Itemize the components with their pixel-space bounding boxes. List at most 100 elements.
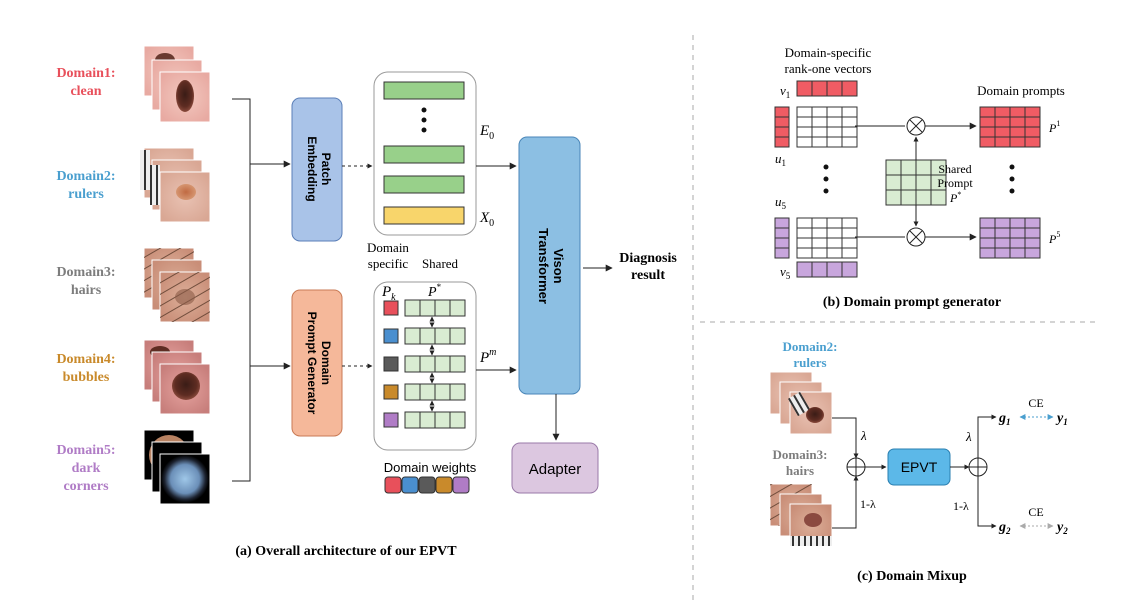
lambda-left: λ (860, 428, 867, 443)
embedding-token-n-1 (383, 145, 465, 164)
embedding-token-1 (383, 81, 465, 100)
domain5-label-line1: Domain5: (56, 443, 115, 458)
mixup-domain3-label-line1: Domain3: (773, 447, 828, 462)
mixup-hairs-image-stack (769, 483, 833, 547)
domain2-label-line2: rulers (68, 187, 104, 202)
mixup-rulers-image-stack (769, 371, 833, 435)
e0-label: E0 (479, 123, 494, 142)
domain5-label-line3: corners (63, 479, 109, 494)
adapter-block: Adapter (511, 442, 599, 494)
u5-vector (774, 217, 790, 259)
domain-specific-label-line2: specific (368, 256, 409, 271)
embedding-stack (373, 71, 477, 236)
u1-label: u1 (775, 151, 786, 168)
mixup-domain3-label-line2: hairs (786, 463, 814, 478)
prompt-stack: Pk P* (373, 281, 477, 451)
adapter-label: Adapter (529, 461, 582, 478)
domain-weight-5 (452, 476, 470, 494)
domain2-image-stack (140, 147, 211, 223)
domain-weight-1 (384, 476, 402, 494)
caption-a: (a) Overall architecture of our EPVT (235, 544, 457, 559)
domain4-label-line1: Domain4: (56, 352, 115, 367)
domain-weight-2 (401, 476, 419, 494)
u5-label: u5 (775, 194, 787, 211)
domain-weight-3 (418, 476, 436, 494)
domain3-image-stack (143, 247, 211, 323)
embedding-token-n (383, 175, 465, 194)
prompt-generator-label-line2: Prompt Generator (305, 312, 319, 415)
domain-labels: Domain1: clean Domain2: rulers Domain3: … (56, 66, 115, 494)
domain-specific-prompt-5 (383, 412, 399, 428)
domain4-image-stack (143, 339, 211, 415)
shared-prompt-row-4 (404, 383, 466, 401)
vision-transformer-block: Vison Transformer (518, 136, 581, 395)
outer-product-5 (796, 217, 858, 259)
v5-label: v5 (780, 264, 791, 281)
rank-one-title-line2: rank-one vectors (785, 61, 872, 76)
prompt-generator-label-line1: Domain (319, 341, 333, 385)
panel-a: Domain1: clean Domain2: rulers Domain3: … (56, 45, 677, 559)
domain-weight-4 (435, 476, 453, 494)
domain-specific-prompt-4 (383, 384, 399, 400)
domain-specific-prompt-3 (383, 356, 399, 372)
shared-prompt-label-line1: Shared (938, 162, 971, 176)
ce-bottom-label: CE (1028, 505, 1043, 519)
epvt-block: EPVT (887, 448, 951, 486)
domain2-label-line1: Domain2: (56, 169, 115, 184)
shared-prompt-row-2 (404, 327, 466, 345)
mixup-domain2-label-line1: Domain2: (783, 339, 838, 354)
domain-weights-label: Domain weights (384, 460, 477, 475)
v1-label: v1 (780, 83, 790, 100)
domain-specific-prompt-1 (383, 300, 399, 316)
domain-prompts-title: Domain prompts (977, 83, 1065, 98)
rank-one-title-line1: Domain-specific (785, 45, 872, 60)
oplus-to-g1-arrow (977, 414, 997, 458)
input-bracket (232, 98, 291, 482)
domain-specific-prompt-2 (383, 328, 399, 344)
vertical-ellipsis-right (1009, 164, 1015, 194)
shared-label: Shared (422, 256, 459, 271)
oplus-icon-left (846, 457, 866, 477)
domain-prompt-generator-block: Domain Prompt Generator (291, 289, 343, 437)
ce-top-label: CE (1028, 396, 1043, 410)
hairs-to-oplus-arrow (832, 475, 859, 529)
outer-product-1 (796, 106, 858, 148)
times-icon-1 (906, 116, 926, 136)
cls-token (383, 206, 465, 225)
domain5-label-line2: dark (72, 461, 101, 476)
patch-embedding-label-line1: Patch (319, 153, 333, 186)
diagnosis-label-line1: Diagnosis (619, 251, 677, 266)
domain-prompt-p1 (979, 106, 1041, 148)
v1-vector (796, 80, 858, 97)
x0-label: X0 (479, 210, 494, 229)
rulers-to-oplus-arrow (832, 417, 859, 459)
oplus-to-g2-arrow (977, 476, 997, 529)
one-minus-lambda-right: 1-λ (953, 499, 969, 513)
panel-b: Domain-specific rank-one vectors Domain … (774, 45, 1065, 310)
u1-vector (774, 106, 790, 148)
p5-label: P5 (1048, 230, 1060, 246)
g1-label: g1 (998, 411, 1011, 427)
lambda-right: λ (965, 429, 972, 444)
mixup-domain2-label-line2: rulers (793, 355, 826, 370)
domain1-label-line2: clean (70, 84, 101, 99)
domain-prompt-p5 (979, 217, 1041, 259)
domain1-image-stack (143, 45, 211, 123)
domain5-image-stack (143, 429, 211, 505)
shared-prompt-label-line2: Prompt (937, 176, 973, 190)
domain1-label-line1: Domain1: (56, 66, 115, 81)
caption-c: (c) Domain Mixup (857, 569, 967, 584)
g2-label: g2 (998, 520, 1011, 536)
diagnosis-label-line2: result (631, 268, 665, 283)
y2-label: y2 (1055, 520, 1068, 536)
domain3-label-line1: Domain3: (56, 265, 115, 280)
oplus-icon-right (968, 457, 988, 477)
y1-label: y1 (1055, 411, 1068, 427)
domain4-label-line2: bubbles (63, 370, 110, 385)
p1-label: P1 (1048, 119, 1060, 135)
pstar-label: P* (427, 282, 442, 300)
epvt-label: EPVT (901, 459, 938, 475)
panel-c: Domain2: rulers Domain3: hairs λ 1-λ (769, 339, 1068, 584)
